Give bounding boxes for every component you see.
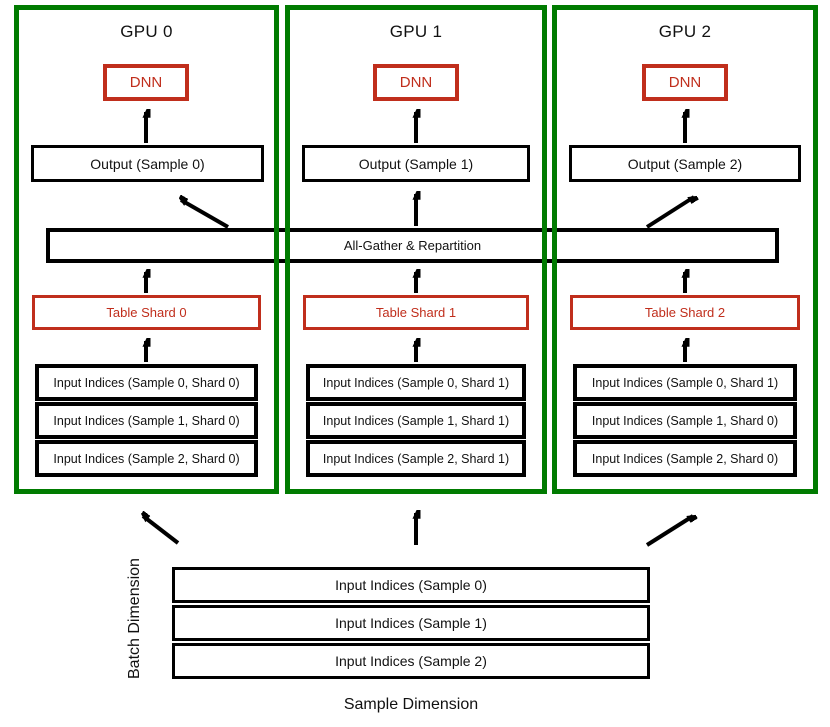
gpu1-output-box: Output (Sample 1)	[302, 145, 530, 182]
gpu0-input-row-2: Input Indices (Sample 2, Shard 0)	[35, 440, 258, 477]
sample-dimension-label: Sample Dimension	[343, 696, 479, 713]
gpu2-input-row-0: Input Indices (Sample 0, Shard 1)	[573, 364, 797, 401]
batch-input-row-2: Input Indices (Sample 2)	[172, 643, 650, 679]
gpu0-output-box: Output (Sample 0)	[31, 145, 264, 182]
gpu0-table-shard-label: Table Shard 0	[106, 305, 187, 320]
gpu2-panel	[552, 5, 818, 494]
gpu1-table-shard-box: Table Shard 1	[303, 295, 529, 330]
gpu0-panel	[14, 5, 279, 494]
gpu1-input-row-1: Input Indices (Sample 1, Shard 1)	[306, 402, 526, 439]
gpu2-output-label: Output (Sample 2)	[627, 155, 743, 172]
gpu2-dnn-box: DNN	[642, 64, 728, 101]
arrow-batch-to-gpu2	[645, 516, 693, 547]
gpu1-title: GPU 1	[389, 22, 443, 41]
gpu2-table-shard-label: Table Shard 2	[644, 305, 726, 320]
gpu2-table-shard-box: Table Shard 2	[570, 295, 800, 330]
batch-input-row-1: Input Indices (Sample 1)	[172, 605, 650, 641]
gpu1-input-row-2: Input Indices (Sample 2, Shard 1)	[306, 440, 526, 477]
gpu0-dnn-box: DNN	[103, 64, 189, 101]
gpu0-input-row-1: Input Indices (Sample 1, Shard 0)	[35, 402, 258, 439]
batch-dimension-label: Batch Dimension	[126, 558, 143, 680]
gpu2-title: GPU 2	[658, 22, 712, 41]
arrow-batch-to-gpu0	[143, 516, 180, 545]
gpu1-input-row-0: Input Indices (Sample 0, Shard 1)	[306, 364, 526, 401]
gpu1-dnn-box: DNN	[373, 64, 459, 101]
gpu0-input-row-0: Input Indices (Sample 0, Shard 0)	[35, 364, 258, 401]
gpu0-table-shard-box: Table Shard 0	[32, 295, 261, 330]
gpu2-output-box: Output (Sample 2)	[569, 145, 801, 182]
gpu1-dnn-label: DNN	[399, 74, 433, 91]
gpu2-input-row-2: Input Indices (Sample 2, Shard 0)	[573, 440, 797, 477]
gpu0-dnn-label: DNN	[129, 74, 163, 91]
all-gather-repartition-label: All-Gather & Repartition	[343, 238, 482, 253]
gpu0-title: GPU 0	[120, 22, 173, 41]
gpu1-table-shard-label: Table Shard 1	[375, 305, 457, 320]
gpu2-input-row-1: Input Indices (Sample 1, Shard 0)	[573, 402, 797, 439]
batch-input-row-0: Input Indices (Sample 0)	[172, 567, 650, 603]
gpu2-dnn-label: DNN	[668, 74, 702, 91]
gpu1-panel	[285, 5, 547, 494]
gpu0-output-label: Output (Sample 0)	[90, 155, 205, 172]
gpu1-output-label: Output (Sample 1)	[358, 155, 474, 172]
all-gather-repartition-box: All-Gather & Repartition	[46, 228, 779, 263]
